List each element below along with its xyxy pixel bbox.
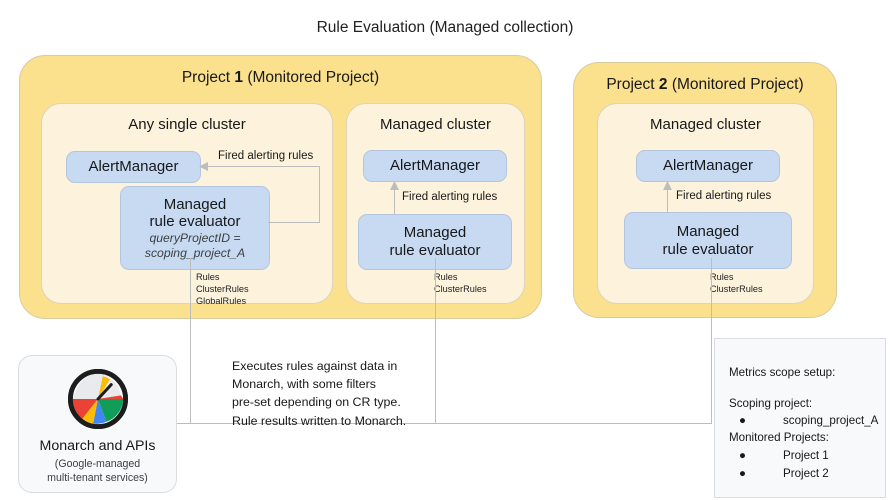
fired-alerting-rules-label-managed-p1: Fired alerting rules — [402, 191, 498, 203]
alertmanager-box-any-single[interactable]: AlertManager — [66, 151, 201, 183]
elbow-arrow-segment-bottom — [268, 222, 320, 223]
alertmanager-box-managed-p1[interactable]: AlertManager — [363, 150, 507, 182]
scoping-project-label: Scoping project: — [729, 397, 813, 410]
rule-evaluator-line2: rule evaluator — [389, 242, 481, 259]
bullet-icon: ● — [739, 414, 747, 427]
monitored-projects-label: Monitored Projects: — [729, 431, 829, 444]
project-2-title: Project 2 (Monitored Project) — [574, 76, 836, 94]
arrow-shaft-managed-p1 — [394, 186, 395, 214]
cluster-any-single-title: Any single cluster — [128, 116, 246, 133]
rule-evaluator-box-any-single[interactable]: Managed rule evaluator queryProjectID = … — [120, 186, 270, 270]
connector-any-single-to-monarch — [190, 258, 191, 423]
project-2-title-number: 2 — [658, 76, 668, 93]
monitored-project-value-1: Project 1 — [783, 449, 829, 462]
rules-note-any-single: Rules ClusterRules GlobalRules — [196, 272, 249, 306]
bullet-icon: ● — [739, 467, 747, 480]
elbow-arrow-head — [199, 162, 208, 171]
rule-evaluator-box-managed-p2[interactable]: Managed rule evaluator — [624, 212, 792, 269]
project-1-title-number: 1 — [234, 69, 244, 86]
monarch-subtitle: (Google-managed multi-tenant services) — [47, 458, 148, 484]
alertmanager-label: AlertManager — [389, 157, 481, 175]
cluster-managed-p2-title: Managed cluster — [650, 116, 761, 133]
project-1-title-suffix: (Monitored Project) — [243, 69, 380, 86]
project-1-title: Project 1 (Monitored Project) — [20, 69, 541, 87]
flow-caption: Executes rules against data in Monarch, … — [232, 359, 407, 428]
connector-monarch-bus — [175, 423, 712, 424]
rule-evaluator-line1: Managed — [676, 222, 740, 240]
rule-evaluator-query-project-id: queryProjectID = — [149, 230, 241, 245]
fired-alerting-rules-label-managed-p2: Fired alerting rules — [676, 190, 772, 202]
connector-managed-p2-to-monarch — [711, 258, 712, 423]
project-2-title-prefix: Project — [606, 76, 659, 93]
project-2-title-suffix: (Monitored Project) — [667, 76, 804, 93]
project-1-title-prefix: Project — [181, 69, 235, 86]
fired-alerting-rules-label-any-single: Fired alerting rules — [218, 150, 314, 162]
rule-evaluator-line1: Managed — [163, 195, 227, 213]
monarch-card: Monarch and APIs (Google-managed multi-t… — [18, 355, 177, 493]
page-title: Rule Evaluation (Managed collection) — [316, 19, 574, 36]
elbow-arrow-segment-top — [206, 166, 320, 167]
rules-note-managed-p1: Rules ClusterRules — [434, 272, 487, 294]
rule-evaluator-line2: rule evaluator — [662, 240, 754, 258]
rule-evaluator-line1: Managed — [403, 224, 467, 242]
monarch-title: Monarch and APIs — [39, 438, 156, 454]
cluster-any-single-container: Any single cluster — [41, 103, 333, 304]
scoping-project-value: scoping_project_A — [783, 414, 879, 427]
elbow-arrow-segment-right — [319, 166, 320, 223]
cluster-managed-p2-container: Managed cluster — [597, 103, 814, 304]
rule-evaluator-scoping-project: scoping_project_A — [144, 245, 246, 260]
cluster-managed-p1-title: Managed cluster — [380, 116, 491, 133]
connector-managed-p1-to-monarch — [435, 258, 436, 423]
monitored-project-value-2: Project 2 — [783, 467, 829, 480]
arrow-shaft-managed-p2 — [667, 186, 668, 212]
bullet-icon: ● — [739, 449, 747, 462]
rule-evaluator-line2: rule evaluator — [149, 213, 241, 231]
arrow-head-managed-p2 — [663, 181, 672, 190]
alertmanager-label: AlertManager — [88, 158, 179, 176]
metrics-scope-card: Metrics scope setup: Scoping project: ● … — [714, 338, 886, 498]
arrow-head-managed-p1 — [390, 181, 399, 190]
scope-heading: Metrics scope setup: — [729, 366, 836, 379]
rules-note-managed-p2: Rules ClusterRules — [710, 272, 763, 294]
alertmanager-box-managed-p2[interactable]: AlertManager — [636, 150, 780, 182]
alertmanager-label: AlertManager — [662, 157, 754, 175]
monarch-gauge-icon — [67, 369, 128, 429]
